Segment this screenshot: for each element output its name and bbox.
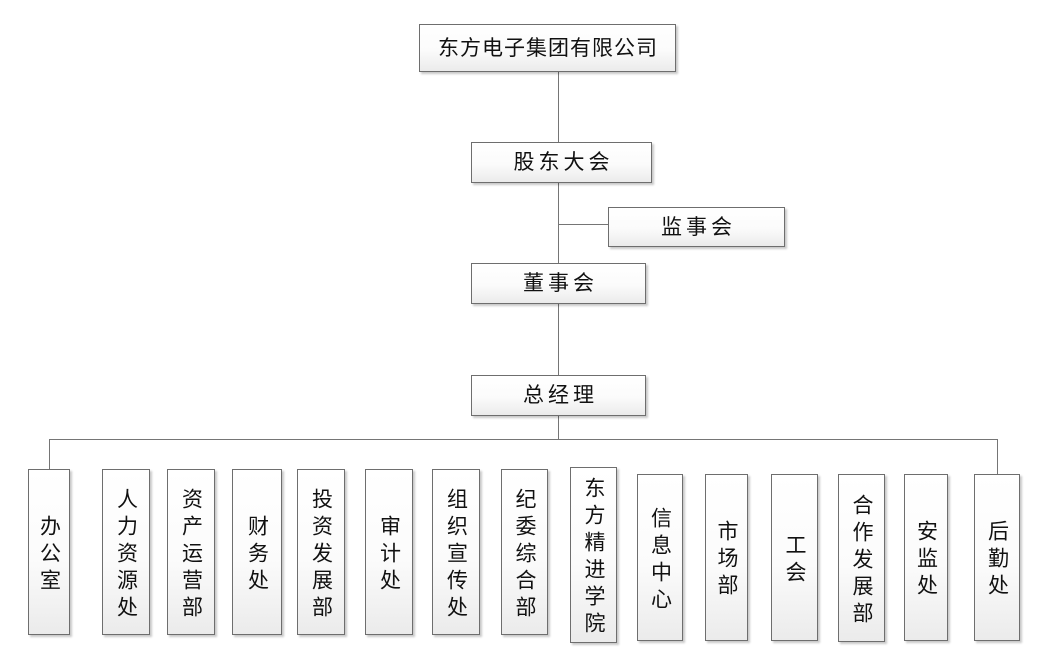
- dept-labor-union-label: 工会: [783, 533, 807, 588]
- connector-board-to-gm: [558, 304, 559, 375]
- node-company: 东方电子集团有限公司: [419, 24, 676, 72]
- dept-information-center: 信息中心: [637, 474, 683, 641]
- dept-human-resources: 人力资源处: [102, 469, 150, 635]
- connector-gm-to-rail: [558, 416, 559, 439]
- node-shareholders-meeting: 股东大会: [471, 142, 652, 183]
- dept-asset-operation: 资产运营部: [167, 469, 215, 635]
- dept-discipline-inspection: 纪委综合部: [501, 469, 548, 635]
- dept-investment-development: 投资发展部: [297, 469, 345, 635]
- dept-general-office-label: 办公室: [37, 514, 62, 596]
- dept-general-office: 办公室: [28, 469, 70, 635]
- dept-labor-union: 工会: [771, 474, 818, 641]
- node-general-manager: 总经理: [471, 375, 646, 416]
- connector-shareholders-to-board: [558, 183, 559, 263]
- connector-rail-drop-left: [49, 439, 50, 469]
- dept-dongfang-jingjin-academy-label: 东方精进学院: [582, 477, 606, 639]
- dept-organization-publicity-label: 组织宣传处: [444, 487, 469, 623]
- dept-cooperation-development: 合作发展部: [838, 474, 885, 642]
- node-company-label: 东方电子集团有限公司: [438, 35, 658, 60]
- dept-finance: 财务处: [232, 469, 282, 635]
- node-shareholders-meeting-label: 股东大会: [513, 150, 614, 174]
- dept-marketing: 市场部: [705, 474, 748, 641]
- connector-rail-drop-right: [997, 439, 998, 474]
- dept-safety-supervision-label: 安监处: [914, 520, 939, 601]
- dept-asset-operation-label: 资产运营部: [179, 487, 204, 623]
- dept-human-resources-label: 人力资源处: [114, 487, 139, 623]
- dept-information-center-label: 信息中心: [648, 506, 673, 615]
- node-supervisory-board: 监事会: [608, 207, 785, 247]
- node-supervisory-board-label: 监事会: [661, 214, 736, 239]
- connector-company-to-shareholders: [558, 72, 559, 142]
- dept-safety-supervision: 安监处: [904, 474, 948, 641]
- dept-marketing-label: 市场部: [715, 520, 739, 601]
- dept-dongfang-jingjin-academy: 东方精进学院: [570, 467, 617, 643]
- dept-finance-label: 财务处: [245, 514, 270, 596]
- dept-logistics-label: 后勤处: [985, 520, 1010, 601]
- connector-branch-to-supervisory: [558, 224, 608, 225]
- node-board-of-directors: 董事会: [471, 263, 646, 304]
- connector-department-rail: [49, 439, 998, 440]
- node-board-of-directors-label: 董事会: [523, 271, 598, 295]
- dept-discipline-inspection-label: 纪委综合部: [513, 487, 537, 623]
- dept-audit-label: 审计处: [377, 514, 402, 596]
- dept-logistics: 后勤处: [974, 474, 1020, 641]
- node-general-manager-label: 总经理: [523, 383, 598, 407]
- dept-organization-publicity: 组织宣传处: [432, 469, 480, 635]
- dept-investment-development-label: 投资发展部: [309, 487, 334, 623]
- dept-audit: 审计处: [365, 469, 413, 635]
- dept-cooperation-development-label: 合作发展部: [850, 493, 874, 629]
